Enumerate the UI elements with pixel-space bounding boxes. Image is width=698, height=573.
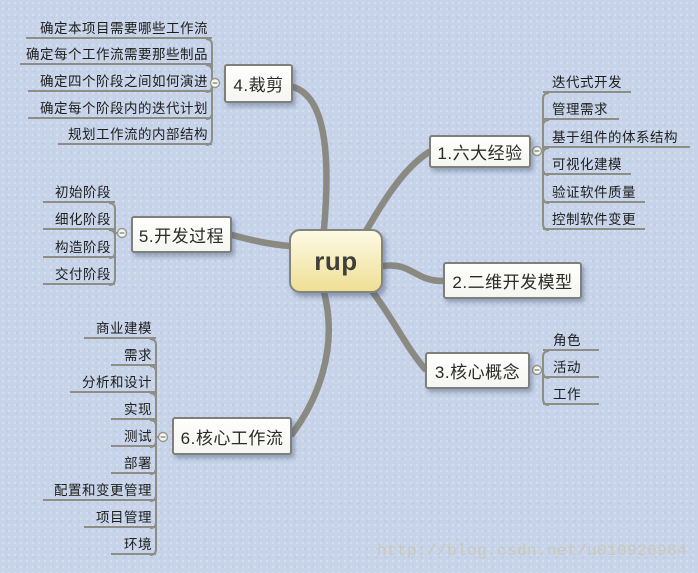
subtopic-label[interactable]: 测试	[111, 428, 156, 447]
branch-topic2	[379, 262, 447, 285]
root-topic[interactable]: rup	[289, 229, 383, 293]
topic-2d-model[interactable]: 2.二维开发模型	[443, 262, 582, 299]
subtopic-label[interactable]: 确定每个阶段内的迭代计划	[28, 100, 212, 119]
subtopic-label[interactable]: 确定每个工作流需要那些制品	[20, 46, 212, 65]
subtopic-label[interactable]: 工作	[543, 386, 599, 405]
subtopic-label[interactable]: 环境	[111, 536, 156, 555]
topic-core-concepts[interactable]: 3.核心概念	[425, 352, 530, 389]
subtopic-label[interactable]: 确定四个阶段之间如何演进	[28, 73, 212, 92]
subtopic-label[interactable]: 项目管理	[84, 509, 156, 528]
subtopic-label[interactable]: 分析和设计	[70, 374, 156, 393]
topic-dev-process[interactable]: 5.开发过程	[131, 216, 232, 253]
branch-topic3	[368, 287, 429, 373]
subtopic-label[interactable]: 可视化建模	[543, 156, 631, 175]
collapse-minus-icon[interactable]	[531, 364, 543, 376]
topic-tailoring[interactable]: 4.裁剪	[224, 64, 293, 103]
subtopic-label[interactable]: 迭代式开发	[543, 74, 631, 93]
subtopic-label[interactable]: 商业建模	[84, 320, 156, 339]
watermark-text: http://blog.csdn.net/u010926964	[377, 542, 688, 560]
branch-topic6	[288, 288, 333, 438]
subtopic-label[interactable]: 构造阶段	[43, 239, 115, 258]
branch-topic5	[228, 231, 293, 250]
collapse-minus-icon[interactable]	[157, 431, 169, 443]
branch-topic4	[289, 83, 330, 233]
subtopic-label[interactable]: 交付阶段	[43, 266, 115, 285]
topic-core-workflows[interactable]: 6.核心工作流	[172, 417, 292, 455]
subtopic-label[interactable]: 验证软件质量	[543, 184, 645, 203]
topic-six-experiences[interactable]: 1.六大经验	[429, 135, 531, 168]
subtopic-label[interactable]: 活动	[543, 359, 599, 378]
subtopic-label[interactable]: 角色	[543, 332, 599, 351]
subtopic-label[interactable]: 部署	[111, 455, 156, 474]
subtopic-label[interactable]: 细化阶段	[43, 211, 115, 230]
collapse-minus-icon[interactable]	[209, 77, 221, 89]
subtopic-label[interactable]: 需求	[111, 347, 156, 366]
wire-topic5-children	[108, 202, 118, 286]
subtopic-label[interactable]: 配置和变更管理	[43, 482, 156, 501]
subtopic-label[interactable]: 确定本项目需要哪些工作流	[26, 20, 212, 39]
subtopic-label[interactable]: 实现	[111, 401, 156, 420]
subtopic-label[interactable]: 规划工作流的内部结构	[58, 126, 212, 145]
branch-topic1	[362, 148, 433, 235]
subtopic-label[interactable]: 控制软件变更	[543, 211, 645, 230]
collapse-minus-icon[interactable]	[531, 145, 543, 157]
subtopic-label[interactable]: 基于组件的体系结构	[543, 129, 690, 148]
subtopic-label[interactable]: 初始阶段	[43, 184, 115, 203]
collapse-minus-icon[interactable]	[116, 227, 128, 239]
subtopic-label[interactable]: 管理需求	[543, 101, 619, 120]
